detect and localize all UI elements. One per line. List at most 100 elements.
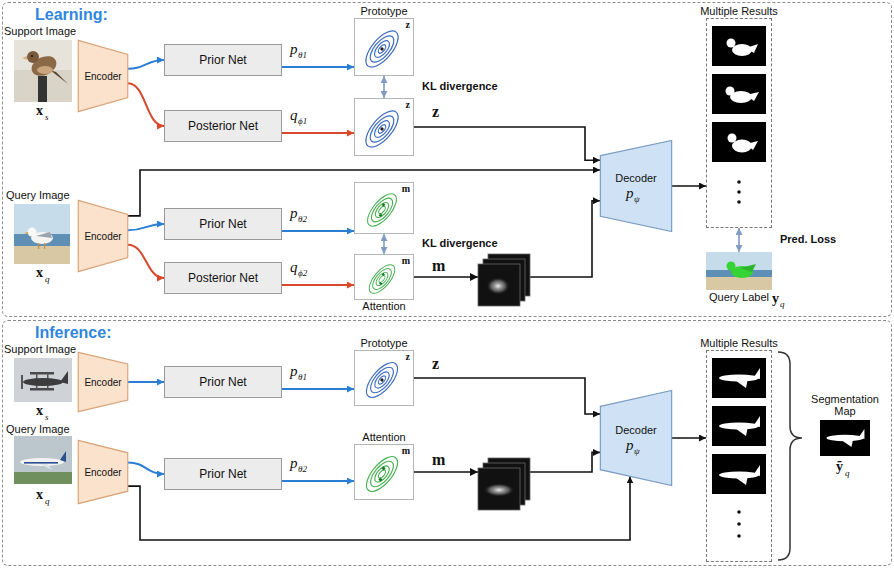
network-box: Posterior Net: [164, 262, 282, 294]
query-label-photo-part: [706, 252, 772, 290]
distribution-ellipses-part: [365, 261, 400, 298]
query-photo-part: [38, 243, 39, 249]
node-label: Prototype: [360, 338, 407, 349]
math-subscript: s: [45, 413, 49, 422]
attention-maps-part: [486, 277, 510, 295]
result-masks: [712, 26, 766, 204]
result-masks-part: [746, 44, 758, 53]
outline: [78, 40, 128, 111]
node-label: Prior Net: [199, 53, 246, 67]
network-box: Prior Net: [164, 44, 282, 76]
attention-maps-part: [483, 483, 515, 497]
distribution-ellipses-part: [360, 26, 404, 73]
result-masks-part: [712, 26, 766, 66]
math-symbol: q: [290, 260, 298, 275]
outline: [78, 352, 128, 411]
distribution-ellipses: [360, 26, 404, 497]
distribution-plot: Attentionm: [354, 444, 414, 500]
result-masks-part: [737, 180, 741, 184]
distribution-ellipses-part: [366, 112, 398, 146]
math-subscript: ϕ1: [298, 117, 307, 126]
math-symbol: x: [36, 104, 43, 118]
attention-maps-part: [470, 273, 478, 281]
query-photo-part: [14, 246, 70, 264]
distribution-ellipses-part: [378, 478, 382, 482]
segmentation-mask-part: [839, 438, 854, 447]
stage-panel: Learning:EncoderPrior NetPosterior NetPr…: [2, 2, 892, 317]
node-label: Decoder: [615, 424, 657, 436]
distribution-ellipses-part: [382, 203, 386, 207]
result-masks-part: [732, 44, 752, 56]
support-photo: [14, 40, 72, 102]
math-subscript: q: [45, 497, 50, 506]
result-masks-part: [712, 122, 766, 162]
distribution-ellipses-part: [360, 26, 404, 73]
support-photo-part: [27, 51, 39, 63]
caption-text: Support Image: [4, 26, 76, 37]
math-symbol: p: [290, 364, 298, 379]
math-subscript: s: [45, 113, 49, 122]
distribution-plot: z: [354, 98, 414, 156]
distribution-ellipses-part: [367, 458, 398, 491]
distribution-ellipses-part: [378, 275, 386, 284]
result-masks-part: [737, 510, 741, 514]
result-masks-part: [712, 74, 766, 114]
result-masks-part: [754, 416, 760, 427]
edge-label: Pred. Loss: [778, 233, 838, 246]
query-photo-part: [44, 243, 45, 249]
flow-arrow: [128, 381, 164, 383]
node-label: Decoder: [615, 172, 657, 184]
flow-arrow: [128, 224, 164, 230]
math-symbol: p: [290, 206, 298, 221]
distribution-plot: Prototypez: [354, 18, 414, 76]
flow-arrow: [282, 230, 354, 232]
flow-arrow: [383, 234, 385, 254]
image-tile: Segmentation Map: [820, 420, 870, 456]
distribution-ellipses-part: [360, 106, 404, 153]
flow-arrow: [128, 245, 164, 278]
distribution-ellipses-part: [377, 205, 386, 215]
node-label: m: [402, 256, 410, 266]
query-photo-part: [24, 462, 58, 464]
support-photo-part: [37, 66, 53, 74]
query-photo: [14, 436, 72, 484]
flow-arrow: [738, 228, 740, 252]
math-subscript: θ1: [298, 373, 307, 382]
query-photo-part: [24, 232, 28, 234]
math-symbol: y: [772, 292, 779, 306]
distribution-ellipses-part: [361, 358, 403, 403]
flow-arrow: [282, 66, 354, 68]
attention-maps: [470, 254, 530, 306]
distribution-ellipses-part: [361, 358, 403, 403]
node-label: Segmentation Map: [807, 393, 883, 418]
edge-label: KL divergence: [420, 80, 500, 93]
query-photo: [14, 204, 70, 264]
curly-brace: [778, 352, 802, 560]
image-tile: Query Label: [706, 252, 772, 290]
segmentation-mask: [820, 420, 870, 456]
outline: [600, 140, 671, 231]
node-label: z: [406, 352, 410, 362]
distribution-ellipses-part: [367, 364, 398, 397]
result-masks-part: [754, 368, 760, 379]
result-masks-part: [712, 122, 766, 162]
math-subscript: q: [45, 275, 50, 284]
node-label: Prior Net: [199, 217, 246, 231]
node-label: Encoder: [84, 377, 121, 388]
network-box: Prior Net: [164, 366, 282, 398]
node-label: Multiple Results: [700, 6, 778, 17]
distribution-ellipses-part: [360, 106, 404, 153]
result-masks-part: [712, 358, 766, 398]
distribution-ellipses-part: [362, 189, 401, 231]
query-label-photo: [706, 252, 772, 290]
distribution-plot: Prototypez: [354, 350, 414, 406]
math-subscript: ϕ2: [298, 269, 307, 278]
result-masks-part: [726, 87, 735, 96]
node-label: Encoder: [84, 71, 121, 82]
flow-arrow: [128, 60, 164, 69]
math-symbol: p: [290, 42, 298, 57]
node-label: Posterior Net: [188, 119, 258, 133]
query-label-photo-part: [740, 264, 756, 272]
flow-arrow: [414, 127, 600, 160]
segmentation-mask-part: [859, 429, 865, 439]
